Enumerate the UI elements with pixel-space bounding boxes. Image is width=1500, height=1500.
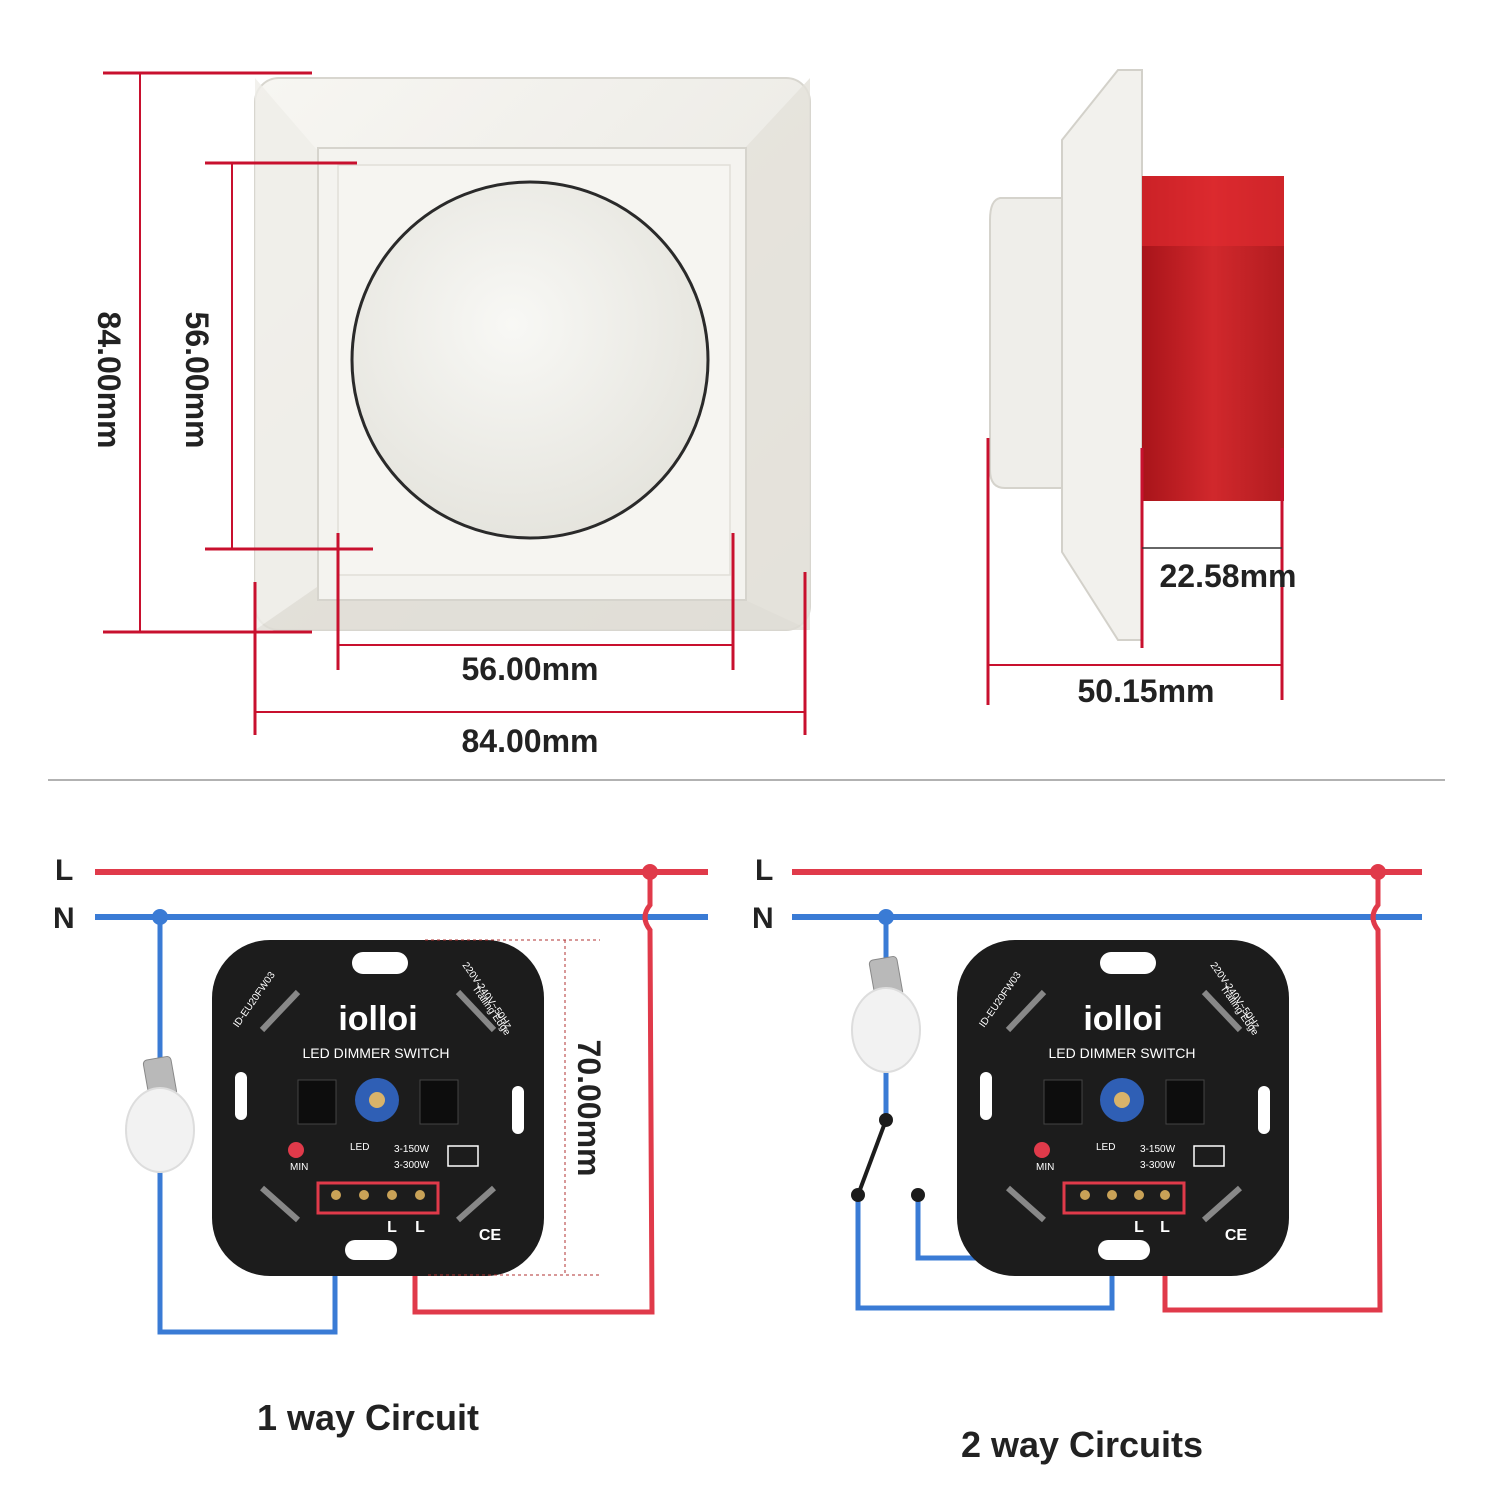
brand-label-1: iolloi bbox=[338, 1000, 417, 1038]
product-title-1: LED DIMMER SWITCH bbox=[303, 1045, 450, 1061]
live-label-2: L bbox=[755, 854, 773, 887]
svg-text:3-300W: 3-300W bbox=[394, 1160, 430, 1171]
svg-text:CE: CE bbox=[1225, 1227, 1248, 1244]
depth-total-label: 50.15mm bbox=[1078, 673, 1215, 709]
neutral-label-1: N bbox=[53, 902, 75, 935]
dimmer-front-view bbox=[254, 77, 811, 631]
inner-width-label: 56.00mm bbox=[462, 651, 599, 687]
svg-text:3-300W: 3-300W bbox=[1140, 1160, 1176, 1171]
dimmer-knob bbox=[350, 180, 710, 540]
two-way-switch-icon bbox=[851, 1113, 925, 1202]
neutral-label-2: N bbox=[752, 902, 774, 935]
bulb-icon bbox=[851, 956, 921, 1073]
outer-width-label: 84.00mm bbox=[462, 723, 599, 759]
terminal-block-1 bbox=[316, 1181, 440, 1215]
one-way-circuit: L N ID-EU20FW03 220V-240V~50Hz Trailing … bbox=[53, 854, 708, 1335]
one-way-caption: 1 way Circuit bbox=[257, 1397, 479, 1438]
terminal-block-2 bbox=[1062, 1181, 1186, 1215]
svg-text:MIN: MIN bbox=[290, 1162, 308, 1173]
svg-text:L: L bbox=[387, 1219, 397, 1236]
svg-text:LED: LED bbox=[1096, 1142, 1115, 1153]
module-height-label: 70.00mm bbox=[571, 1040, 607, 1177]
svg-text:3-150W: 3-150W bbox=[1140, 1144, 1176, 1155]
module-height-dimension bbox=[425, 939, 600, 1276]
outer-height-label: 84.00mm bbox=[91, 312, 127, 449]
brand-label-2: iolloi bbox=[1083, 1000, 1162, 1038]
two-way-caption: 2 way Circuits bbox=[961, 1424, 1203, 1465]
dimmer-side-view bbox=[989, 69, 1284, 641]
svg-text:CE: CE bbox=[479, 1227, 502, 1244]
svg-text:3-150W: 3-150W bbox=[394, 1144, 430, 1155]
product-title-2: LED DIMMER SWITCH bbox=[1049, 1045, 1196, 1061]
inner-height-label: 56.00mm bbox=[179, 312, 215, 449]
side-dimension-lines bbox=[986, 438, 1284, 705]
live-label-1: L bbox=[55, 854, 73, 887]
two-way-circuit: L N ID-EU20FW03 220V-240V~50Hz Trailing … bbox=[752, 854, 1422, 1313]
dimmer-module-2: ID-EU20FW03 220V-240V~50Hz Trailing Edge… bbox=[957, 940, 1289, 1276]
front-dimension-lines bbox=[103, 71, 807, 735]
svg-text:L: L bbox=[1160, 1219, 1170, 1236]
svg-text:L: L bbox=[1134, 1219, 1144, 1236]
svg-text:L: L bbox=[415, 1219, 425, 1236]
svg-text:LED: LED bbox=[350, 1142, 369, 1153]
bulb-icon bbox=[125, 1056, 195, 1173]
dimmer-module-1: ID-EU20FW03 220V-240V~50Hz Trailing Edge… bbox=[212, 940, 544, 1276]
depth-box-label: 22.58mm bbox=[1160, 558, 1297, 594]
svg-text:MIN: MIN bbox=[1036, 1162, 1054, 1173]
